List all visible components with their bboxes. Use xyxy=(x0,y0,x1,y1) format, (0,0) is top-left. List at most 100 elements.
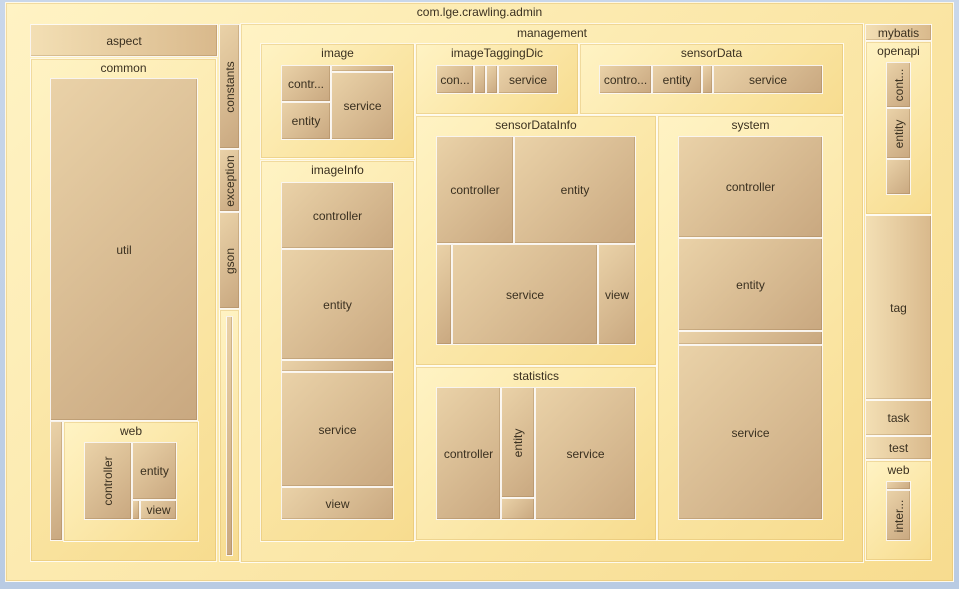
statistics-controller-label: controller xyxy=(443,446,494,461)
package-test-label: test xyxy=(888,441,909,455)
sensordata-strip[interactable] xyxy=(702,65,713,94)
statistics-service[interactable]: service xyxy=(535,387,636,520)
package-common-web-label: web xyxy=(119,424,142,438)
package-statistics-label: statistics xyxy=(512,369,559,383)
package-exception[interactable]: exception xyxy=(219,149,240,212)
system-service-label: service xyxy=(731,425,770,440)
sensordata-service-label: service xyxy=(748,72,787,87)
image-entity[interactable]: entity xyxy=(281,102,331,140)
image-controller-label: contr... xyxy=(287,76,325,91)
imageinfo-entity-label: entity xyxy=(323,297,352,312)
root-package-label: com.lge.crawling.admin xyxy=(416,5,543,19)
image-service-label: service xyxy=(343,99,382,113)
package-gson-label: gson xyxy=(222,247,237,274)
imageinfo-controller[interactable]: controller xyxy=(281,182,394,249)
openapi-controller[interactable]: cont... xyxy=(886,62,911,108)
package-test[interactable]: test xyxy=(865,436,932,460)
common-web-controller[interactable]: controller xyxy=(84,442,132,520)
imageinfo-controller-label: controller xyxy=(312,208,363,223)
imageinfo-view-label: view xyxy=(325,496,350,511)
system-entity[interactable]: entity xyxy=(678,238,823,331)
common-web-entity-label: entity xyxy=(140,464,169,478)
system-controller-label: controller xyxy=(725,180,776,194)
package-task-label: task xyxy=(887,411,910,425)
openapi-controller-label: cont... xyxy=(891,68,906,102)
package-sensorDataInfo-label: sensorDataInfo xyxy=(495,118,577,132)
sensordatainfo-view[interactable]: view xyxy=(598,244,636,345)
imagetaggingdic-service-label: service xyxy=(508,72,547,87)
system-strip[interactable] xyxy=(678,331,823,345)
common-web-view[interactable]: view xyxy=(140,500,177,520)
common-web-strip[interactable] xyxy=(132,500,140,520)
imagetaggingdic-service[interactable]: service xyxy=(498,65,558,94)
package-tag-label: tag xyxy=(890,300,907,315)
sensordatainfo-service[interactable]: service xyxy=(452,244,598,345)
common-web-entity[interactable]: entity xyxy=(132,442,177,500)
web-right-interceptor-label: inter... xyxy=(891,499,906,532)
imageinfo-entity[interactable]: entity xyxy=(281,249,394,360)
image-strip[interactable] xyxy=(331,65,394,72)
package-util-label: util xyxy=(116,242,132,257)
sensordata-controller-label: contro... xyxy=(603,72,648,87)
package-sensorData-label: sensorData xyxy=(680,46,743,60)
sensordatainfo-controller-label: controller xyxy=(450,183,500,197)
package-gson[interactable]: gson xyxy=(219,212,240,309)
package-mybatis[interactable]: mybatis xyxy=(865,24,932,41)
column-strip-leaf[interactable] xyxy=(226,316,233,556)
package-system-label: system xyxy=(731,118,770,132)
statistics-strip[interactable] xyxy=(501,498,535,520)
package-aspect-label: aspect xyxy=(106,33,142,48)
common-web-controller-label: controller xyxy=(101,456,115,506)
package-tag[interactable]: tag xyxy=(865,215,932,400)
statistics-entity-label: entity xyxy=(511,428,525,457)
imageinfo-service-label: service xyxy=(318,422,357,437)
imageinfo-service[interactable]: service xyxy=(281,372,394,487)
common-web-view-label: view xyxy=(146,503,171,517)
sensordatainfo-strip[interactable] xyxy=(436,244,452,345)
imagetaggingdic-controller-label: con... xyxy=(440,72,470,87)
sensordatainfo-entity-label: entity xyxy=(560,183,590,197)
system-controller[interactable]: controller xyxy=(678,136,823,238)
imagetaggingdic-controller[interactable]: con... xyxy=(436,65,474,94)
package-image-label: image xyxy=(321,46,354,60)
package-openapi-label: openapi xyxy=(877,44,920,58)
statistics-entity[interactable]: entity xyxy=(501,387,535,498)
package-imageTaggingDic-label: imageTaggingDic xyxy=(450,46,544,60)
package-aspect[interactable]: aspect xyxy=(30,24,218,57)
package-imageInfo-label: imageInfo xyxy=(311,163,364,177)
system-entity-label: entity xyxy=(736,277,765,292)
package-constants-label: constants xyxy=(222,60,237,113)
imagetaggingdic-strip-1[interactable] xyxy=(474,65,486,94)
sensordatainfo-controller[interactable]: controller xyxy=(436,136,514,244)
statistics-service-label: service xyxy=(566,446,605,461)
sensordatainfo-service-label: service xyxy=(505,287,544,302)
package-constants[interactable]: constants xyxy=(219,24,240,149)
package-mybatis-label: mybatis xyxy=(877,25,920,40)
imagetaggingdic-strip-2[interactable] xyxy=(486,65,498,94)
sensordata-service[interactable]: service xyxy=(713,65,823,94)
openapi-entity-label: entity xyxy=(891,119,906,148)
image-entity-label: entity xyxy=(291,114,321,128)
openapi-strip[interactable] xyxy=(886,159,911,195)
package-util[interactable]: util xyxy=(50,78,198,421)
package-exception-label: exception xyxy=(222,154,237,207)
sensordatainfo-view-label: view xyxy=(604,287,629,302)
sensordata-entity[interactable]: entity xyxy=(652,65,702,94)
package-common-label: common xyxy=(100,61,147,75)
sensordata-controller[interactable]: contro... xyxy=(599,65,652,94)
package-task[interactable]: task xyxy=(865,400,932,436)
image-controller[interactable]: contr... xyxy=(281,65,331,102)
image-service[interactable]: service xyxy=(331,72,394,140)
system-service[interactable]: service xyxy=(678,345,823,520)
imageinfo-view[interactable]: view xyxy=(281,487,394,520)
openapi-entity[interactable]: entity xyxy=(886,108,911,159)
web-right-strip[interactable] xyxy=(886,481,911,490)
imageinfo-strip[interactable] xyxy=(281,360,394,372)
web-right-interceptor[interactable]: inter... xyxy=(886,490,911,541)
sensordatainfo-entity[interactable]: entity xyxy=(514,136,636,244)
package-web-right-label: web xyxy=(887,463,910,477)
common-strip[interactable] xyxy=(50,421,63,541)
statistics-controller[interactable]: controller xyxy=(436,387,501,520)
package-management-label: management xyxy=(516,26,588,40)
